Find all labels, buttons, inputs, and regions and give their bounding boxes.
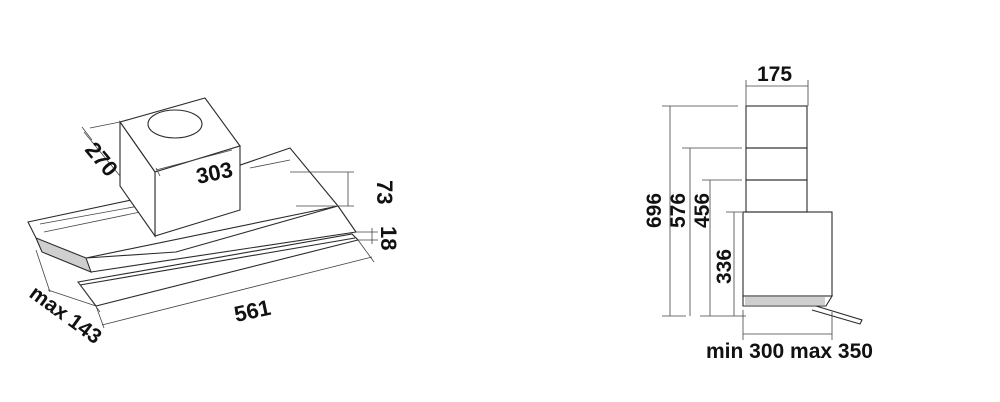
dim-depth-line [81, 121, 121, 177]
chimney-box [119, 97, 241, 238]
visor-arm [811, 305, 863, 325]
dim-bottom-range-label: min 300 max 350 [706, 340, 873, 363]
dim-width-top-line [155, 149, 233, 177]
dim-depth-label: 270 [80, 137, 123, 181]
dim-bottom-range-line [742, 310, 833, 340]
outlet-circle [147, 109, 203, 139]
dim-height-456-label: 456 [691, 193, 714, 228]
canopy-detail [39, 159, 291, 233]
dim-base-height-label: 18 [376, 226, 401, 250]
canopy-front [36, 238, 91, 272]
hood-side-view: 175 696 576 456 336 min 300 max 350 [643, 63, 873, 363]
dim-extension-label: max 143 [25, 281, 106, 348]
dim-height-336-line [726, 211, 742, 316]
visor [77, 233, 360, 307]
dim-height-456-line [700, 179, 746, 317]
dim-chimney-height-line [290, 171, 354, 207]
dim-height-576-line [682, 147, 742, 316]
dim-height-576-label: 576 [667, 193, 690, 228]
dim-extension-line [35, 249, 101, 313]
hood-body [742, 211, 833, 297]
chimney-section-top [745, 105, 808, 149]
dim-total-width-line [95, 239, 375, 329]
dim-top-width-line [745, 80, 809, 106]
chimney-section-middle [745, 147, 808, 181]
dim-total-width-label: 561 [232, 295, 273, 327]
hood-base-shade [745, 297, 825, 305]
canopy-body [27, 147, 357, 273]
chimney-section-lower [745, 179, 808, 213]
dim-base-height-line [356, 228, 378, 244]
dim-height-336-label: 336 [713, 249, 736, 284]
dim-height-696-label: 696 [643, 193, 666, 228]
hood-base [742, 295, 833, 307]
dim-chimney-height-label: 73 [372, 180, 397, 204]
hood-isometric-view: 270 303 73 18 561 max 143 [25, 97, 401, 349]
dim-height-696-line [662, 105, 738, 317]
dim-top-width-label: 175 [757, 63, 792, 86]
